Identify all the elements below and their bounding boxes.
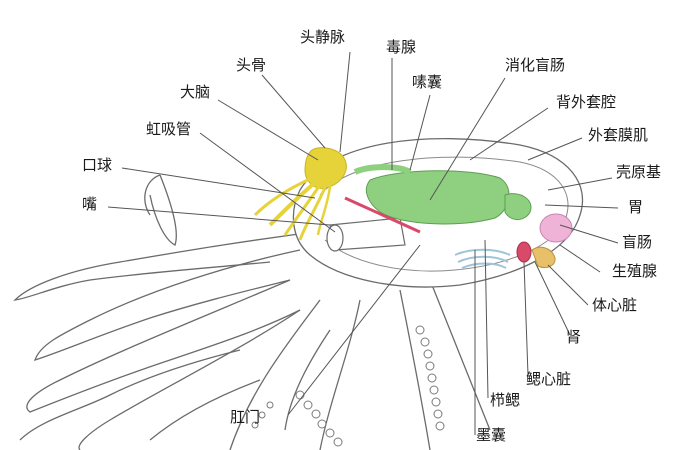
label-stomach: 胃 bbox=[628, 198, 644, 216]
label-caecum: 盲肠 bbox=[622, 233, 653, 251]
stomach-shape bbox=[504, 193, 532, 220]
label-dorsal-mantle-cavity: 背外套腔 bbox=[556, 93, 617, 111]
label-shell-rudiment: 壳原基 bbox=[616, 163, 662, 181]
label-systemic-heart: 体心脏 bbox=[592, 296, 638, 314]
digestive-gland-shape bbox=[365, 170, 510, 225]
label-brain: 大脑 bbox=[180, 83, 211, 101]
label-gonad: 生殖腺 bbox=[612, 262, 658, 280]
arms-outline bbox=[13, 174, 491, 450]
label-ink-sac: 墨囊 bbox=[476, 426, 507, 444]
kidney-shape bbox=[531, 246, 556, 269]
label-kidney: 肾 bbox=[566, 328, 582, 346]
siphon-opening bbox=[326, 224, 344, 252]
label-cephalic-cartilage: 头骨 bbox=[236, 56, 267, 74]
crop-shape bbox=[353, 164, 412, 175]
gonad-shape bbox=[539, 213, 573, 243]
label-head-vein: 头静脉 bbox=[300, 28, 346, 46]
label-outer-mantle-muscle: 外套膜肌 bbox=[588, 126, 649, 144]
label-poison-gland: 毒腺 bbox=[386, 38, 417, 56]
heart-shape bbox=[516, 241, 532, 263]
label-digestive-caecum: 消化盲肠 bbox=[505, 56, 566, 74]
label-siphon: 虹吸管 bbox=[146, 120, 192, 138]
esophagus-shape bbox=[344, 196, 421, 234]
label-buccal-bulb: 口球 bbox=[82, 156, 113, 174]
label-crop: 嗉囊 bbox=[412, 73, 443, 91]
label-anus: 肛门 bbox=[230, 408, 261, 426]
leader-lines bbox=[107, 51, 619, 435]
label-gill: 栉鳃 bbox=[490, 391, 521, 409]
brain-shape bbox=[253, 147, 347, 241]
label-branchial-heart: 鳃心脏 bbox=[526, 370, 572, 388]
suckers bbox=[251, 325, 445, 447]
label-mouth: 嘴 bbox=[82, 195, 98, 213]
